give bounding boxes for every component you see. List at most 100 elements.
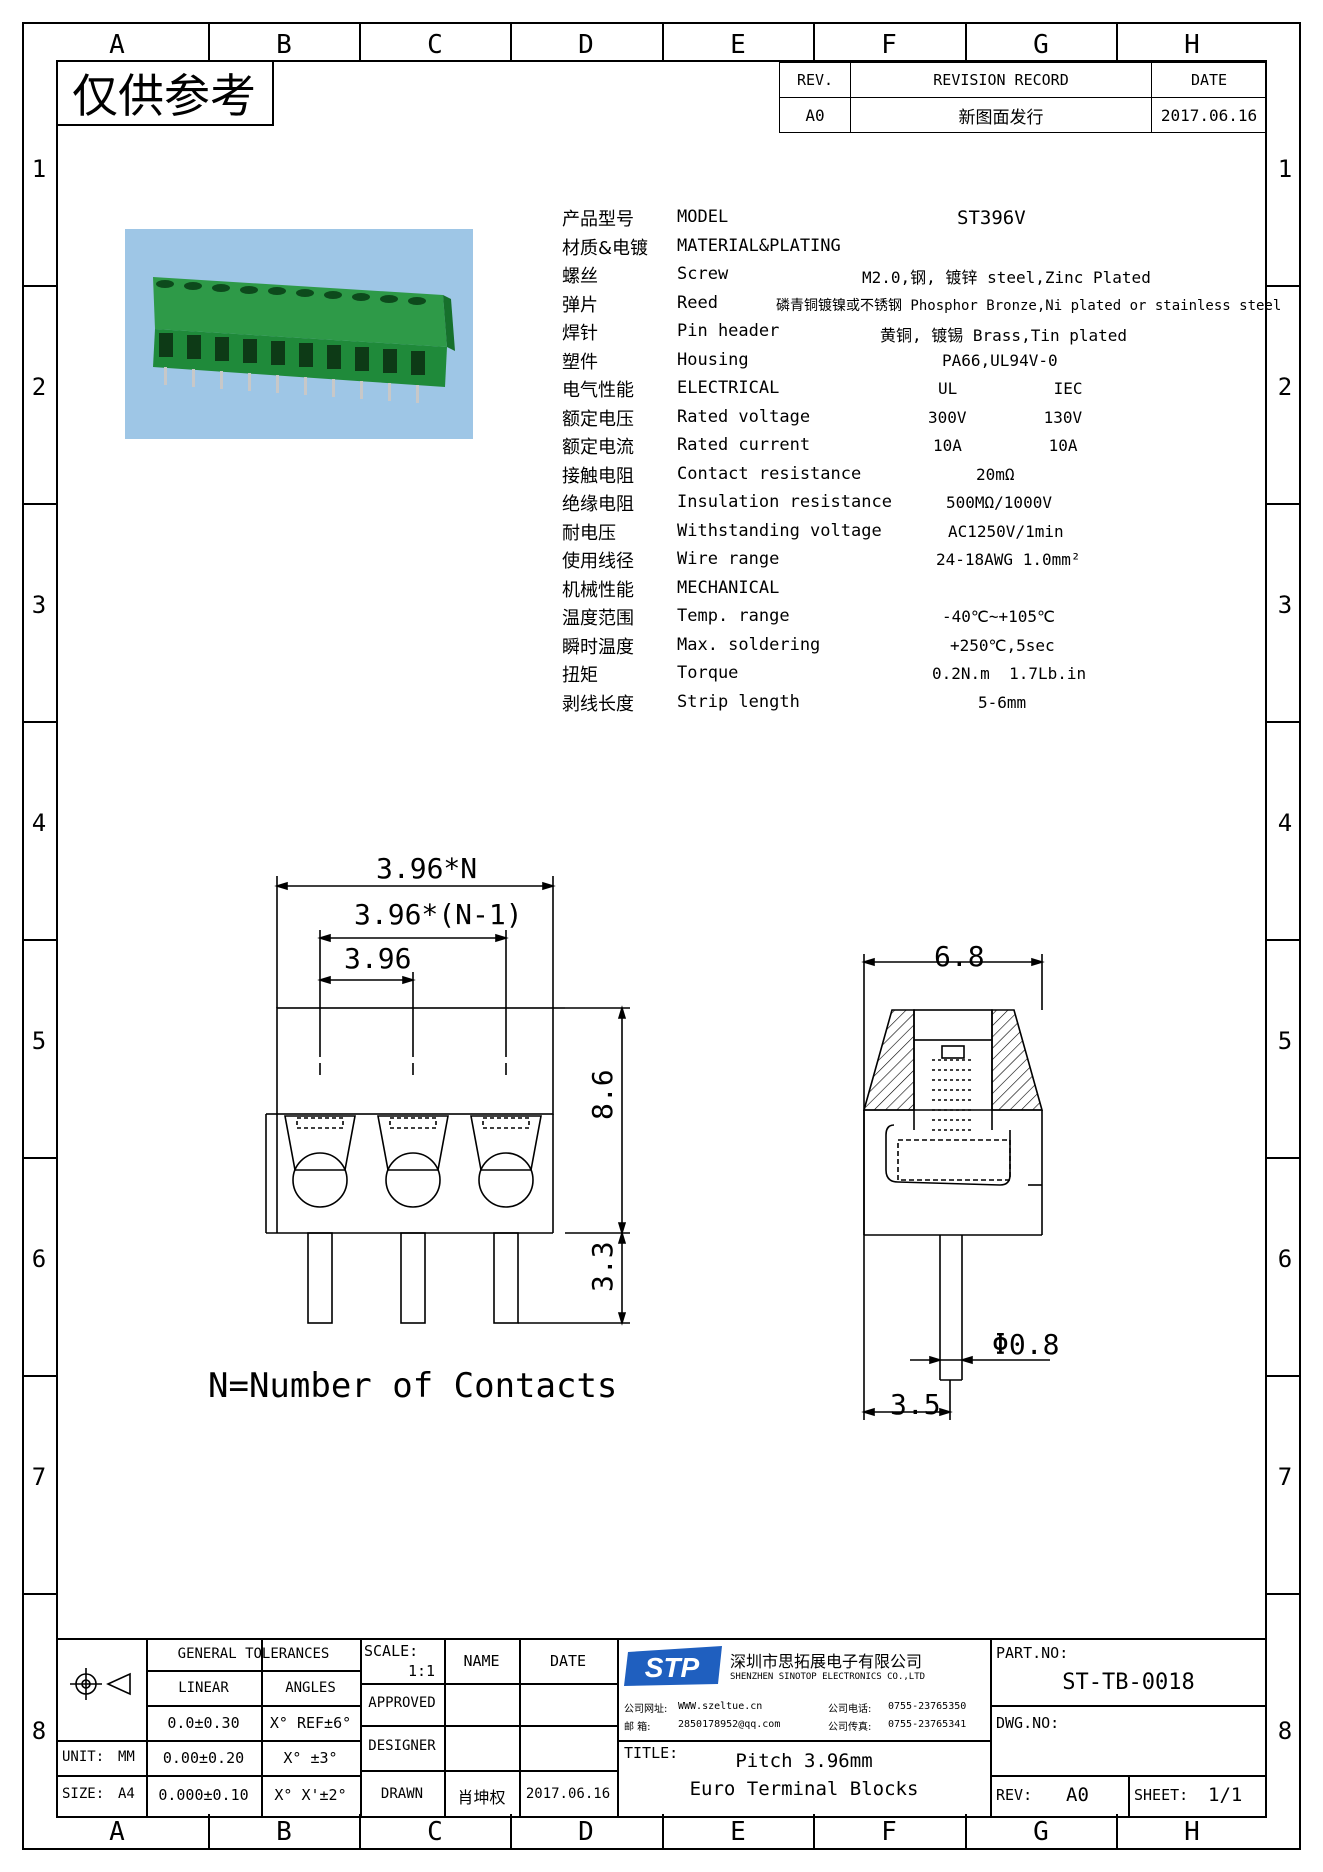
zone-letter: G — [1033, 1817, 1049, 1847]
spec-label-en: MODEL — [677, 207, 729, 227]
product-photo — [125, 229, 473, 439]
website-value: WWW.szeltue.cn — [678, 1701, 763, 1712]
spec-label-zh: 机械性能 — [562, 580, 634, 601]
zone-tick — [22, 1375, 56, 1377]
zone-letter: A — [109, 1817, 125, 1847]
zone-tick — [813, 1814, 815, 1850]
spec-label-en: MATERIAL&PLATING — [677, 236, 841, 256]
spec-value: 20mΩ — [976, 465, 1015, 484]
zone-number: 6 — [1277, 1245, 1293, 1273]
spec-label-zh: 使用线径 — [562, 551, 634, 572]
revision-record-header: REVISION RECORD — [850, 62, 1152, 98]
inner-frame — [56, 60, 1267, 1818]
dimension-pitch: 3.96 — [344, 942, 412, 975]
dimension-pin-offset: 3.5 — [890, 1388, 941, 1421]
spec-label-en: Pin header — [677, 321, 780, 341]
zone-letter: B — [276, 30, 292, 60]
angle-tolerance-2: X° ±3° — [283, 1749, 338, 1767]
zone-letter: E — [730, 30, 746, 60]
zone-tick — [1267, 285, 1301, 287]
zone-number: 8 — [31, 1717, 47, 1745]
spec-label-en: Housing — [677, 350, 749, 370]
contacts-note: N=Number of Contacts — [208, 1366, 618, 1406]
zone-tick — [662, 24, 664, 60]
zone-letter: F — [881, 1817, 897, 1847]
spec-label-zh: 瞬时温度 — [562, 637, 634, 658]
spec-value: UL IEC — [938, 379, 1083, 398]
zone-number: 1 — [1277, 155, 1293, 183]
phone-label: 公司电话: — [828, 1704, 872, 1715]
company-logo: STP — [622, 1644, 726, 1688]
spec-value: 24-18AWG 1.0mm² — [936, 550, 1081, 569]
zone-tick — [359, 1814, 361, 1850]
linear-tolerance-1: 0.0±0.30 — [167, 1714, 240, 1732]
spec-label-zh: 电气性能 — [562, 380, 634, 401]
spec-label-en: Reed — [677, 293, 718, 313]
name-header: NAME — [463, 1652, 500, 1670]
drawn-label: DRAWN — [380, 1786, 424, 1802]
zone-number: 2 — [1277, 373, 1293, 401]
zone-tick — [208, 24, 210, 60]
revision-record-value: 新图面发行 — [850, 97, 1152, 133]
linear-tolerance-2: 0.00±0.20 — [162, 1749, 245, 1767]
spec-label-en: Torque — [677, 663, 739, 683]
spec-value: 磷青铜镀镍或不锈钢 Phosphor Bronze,Ni plated or s… — [776, 298, 1282, 314]
zone-number: 5 — [1277, 1027, 1293, 1055]
zone-number: 3 — [31, 591, 47, 619]
spec-value: 10A 10A — [933, 436, 1078, 455]
projection-symbol-icon — [68, 1664, 138, 1704]
linear-tolerance-3: 0.000±0.10 — [158, 1786, 249, 1804]
zone-tick — [1267, 503, 1301, 505]
unit-label: UNIT: — [62, 1749, 105, 1765]
dimension-pin-length: 3.3 — [586, 1241, 619, 1292]
size-label: SIZE: — [62, 1786, 105, 1802]
zone-number: 5 — [31, 1027, 47, 1055]
spec-value: +250℃,5sec — [950, 636, 1055, 655]
spec-value: 黄铜, 镀锡 Brass,Tin plated — [880, 326, 1128, 345]
zone-tick — [1116, 1814, 1118, 1850]
email-value: 2850178952@qq.com — [678, 1719, 781, 1730]
spec-label-zh: 绝缘电阻 — [562, 494, 634, 515]
zone-letter: D — [578, 30, 594, 60]
zone-tick — [813, 24, 815, 60]
zone-letter: H — [1184, 30, 1200, 60]
spec-label-zh: 弹片 — [562, 295, 598, 316]
zone-number: 4 — [1277, 809, 1293, 837]
zone-letter: C — [427, 30, 443, 60]
dimension-total-width: 3.96*N — [376, 852, 478, 885]
company-name-en: SHENZHEN SINOTOP ELECTRONICS CO.,LTD — [730, 1672, 926, 1682]
spec-label-zh: 产品型号 — [562, 209, 634, 230]
size-value: A4 — [118, 1786, 135, 1802]
sheet-value: 1/1 — [1208, 1784, 1243, 1806]
revision-label: REV: — [996, 1786, 1033, 1804]
zone-tick — [22, 503, 56, 505]
zone-tick — [22, 1593, 56, 1595]
zone-letter: A — [109, 30, 125, 60]
zone-letter: H — [1184, 1817, 1200, 1847]
spec-label-zh: 塑件 — [562, 352, 598, 373]
general-tolerances-label: GENERAL TOLERANCES — [177, 1646, 330, 1662]
spec-label-zh: 额定电流 — [562, 437, 634, 458]
spec-label-zh: 耐电压 — [562, 523, 616, 544]
dimension-span: 3.96*(N-1) — [354, 898, 523, 931]
spec-label-en: Wire range — [677, 549, 780, 569]
zone-letter: D — [578, 1817, 594, 1847]
zone-letter: F — [881, 30, 897, 60]
zone-tick — [208, 1814, 210, 1850]
date-header: DATE — [549, 1652, 587, 1670]
zone-tick — [22, 721, 56, 723]
spec-value: -40℃~+105℃ — [942, 607, 1055, 626]
zone-number: 7 — [31, 1463, 47, 1491]
spec-value: 500MΩ/1000V — [946, 493, 1052, 512]
zone-letter: G — [1033, 30, 1049, 60]
zone-number: 8 — [1277, 1717, 1293, 1745]
zone-tick — [1267, 1593, 1301, 1595]
approved-label: APPROVED — [368, 1695, 436, 1711]
date-header: DATE — [1151, 62, 1267, 98]
zone-tick — [965, 1814, 967, 1850]
zone-letter: B — [276, 1817, 292, 1847]
zone-tick — [510, 24, 512, 60]
outer-frame — [22, 22, 1301, 1850]
zone-tick — [359, 24, 361, 60]
zone-tick — [965, 24, 967, 60]
